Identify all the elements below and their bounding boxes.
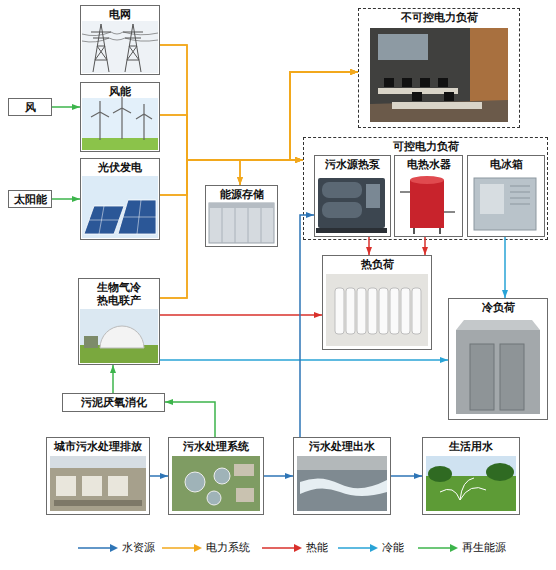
cold-room-illustration <box>456 320 540 414</box>
solar-panel-illustration <box>82 176 158 238</box>
effluent-illustration <box>297 456 387 511</box>
load-box: 热负荷 <box>322 255 432 350</box>
biogas-plant-illustration <box>80 309 158 363</box>
node-label: 生活用水 <box>449 440 493 453</box>
legend-label: 热能 <box>306 540 328 555</box>
node-label: 可控电力负荷 <box>393 140 459 153</box>
node-label: 太阳能 <box>14 193 47 206</box>
flow-arrow <box>368 237 370 255</box>
chiller-illustration <box>474 178 536 230</box>
flow-arrow <box>52 106 80 108</box>
battery-cabinet-illustration <box>209 203 274 243</box>
node-label: 电网 <box>109 8 131 21</box>
legend-label: 水资源 <box>122 540 155 555</box>
flow-arrow <box>160 72 358 195</box>
node-label: 生物气冷 热电联产 <box>79 281 159 307</box>
node-label: 冷负荷 <box>482 301 515 314</box>
load-box: 冷负荷 <box>448 298 548 420</box>
legend-label: 再生能源 <box>462 540 506 555</box>
flow-arrow <box>160 359 448 361</box>
legend-sample <box>338 543 378 553</box>
source-box: 光伏发电 <box>80 158 160 240</box>
flow-arrow <box>52 198 80 200</box>
flow-arrow <box>424 237 426 255</box>
process-box: 污水处理出水 <box>293 437 391 515</box>
heat-pump-illustration <box>316 178 387 233</box>
flow-arrow <box>160 314 322 316</box>
flow-arrow <box>160 72 358 160</box>
node-label: 风能 <box>109 85 131 98</box>
node-label: 电热水器 <box>407 158 451 171</box>
legend-label: 冷能 <box>382 540 404 555</box>
flow-arrow <box>160 45 303 160</box>
flow-arrow <box>160 160 303 195</box>
sewage-outfall-illustration <box>50 456 146 511</box>
node-label: 电冰箱 <box>490 158 523 171</box>
node-label: 能源存储 <box>220 188 264 201</box>
source-box: 风能 <box>80 82 160 152</box>
legend-entry: 水资源 <box>78 540 155 555</box>
node-label: 污泥厌氧消化 <box>81 396 147 409</box>
node-label: 热负荷 <box>361 258 394 271</box>
legend-label: 电力系统 <box>206 540 250 555</box>
pylon-illustration <box>82 21 158 73</box>
node-label: 城市污水处理排放 <box>54 440 142 453</box>
legend-entry: 电力系统 <box>162 540 250 555</box>
process-box: 城市污水处理排放 <box>46 437 150 515</box>
process-box: 污水处理系统 <box>168 437 264 515</box>
treatment-plant-illustration <box>172 456 260 511</box>
device-box: 电冰箱 <box>467 155 545 237</box>
node-label: 污水源热泵 <box>325 158 380 171</box>
flow-arrow <box>165 402 215 437</box>
source-box: 生物气冷 热电联产 <box>78 278 160 365</box>
flow-arrow <box>300 215 314 437</box>
device-box: 电热水器 <box>394 155 463 237</box>
flow-arrow <box>160 115 303 160</box>
office-room-illustration <box>370 28 508 122</box>
storage-box: 能源存储 <box>205 185 278 247</box>
legend-entry: 再生能源 <box>418 540 506 555</box>
input-box: 风 <box>8 98 52 116</box>
node-label: 光伏发电 <box>98 161 142 174</box>
flow-arrow <box>391 475 422 477</box>
flow-arrow <box>504 237 506 298</box>
flow-arrow <box>160 160 303 298</box>
process-box: 生活用水 <box>422 437 520 515</box>
device-box: 污水源热泵 <box>314 155 391 237</box>
load-group-box: 不可控电力负荷 <box>358 8 520 128</box>
legend-sample <box>418 543 458 553</box>
flow-arrow <box>240 160 303 185</box>
node-label: 污水处理出水 <box>309 440 375 453</box>
legend-entry: 冷能 <box>338 540 404 555</box>
legend-sample <box>78 543 118 553</box>
wind-turbine-illustration <box>82 97 158 150</box>
input-box: 太阳能 <box>8 190 52 208</box>
legend-entry: 热能 <box>262 540 328 555</box>
flow-arrow <box>112 365 114 393</box>
node-label: 风 <box>25 101 36 114</box>
radiator-illustration <box>326 274 428 346</box>
legend-sample <box>162 543 202 553</box>
flow-arrow <box>160 45 358 160</box>
lawn-sprinkler-illustration <box>426 456 516 511</box>
process-box: 污泥厌氧消化 <box>62 393 165 412</box>
flow-arrow <box>240 72 358 185</box>
flow-arrow <box>160 72 358 298</box>
legend-sample <box>262 543 302 553</box>
load-group-box: 可控电力负荷污水源热泵 电热水器 电冰箱 <box>303 137 548 240</box>
water-heater-illustration <box>400 176 455 234</box>
node-label: 污水处理系统 <box>183 440 249 453</box>
node-label: 不可控电力负荷 <box>401 11 478 24</box>
flow-arrow <box>264 475 293 477</box>
source-box: 电网 <box>80 5 160 75</box>
flow-arrow <box>150 475 168 477</box>
